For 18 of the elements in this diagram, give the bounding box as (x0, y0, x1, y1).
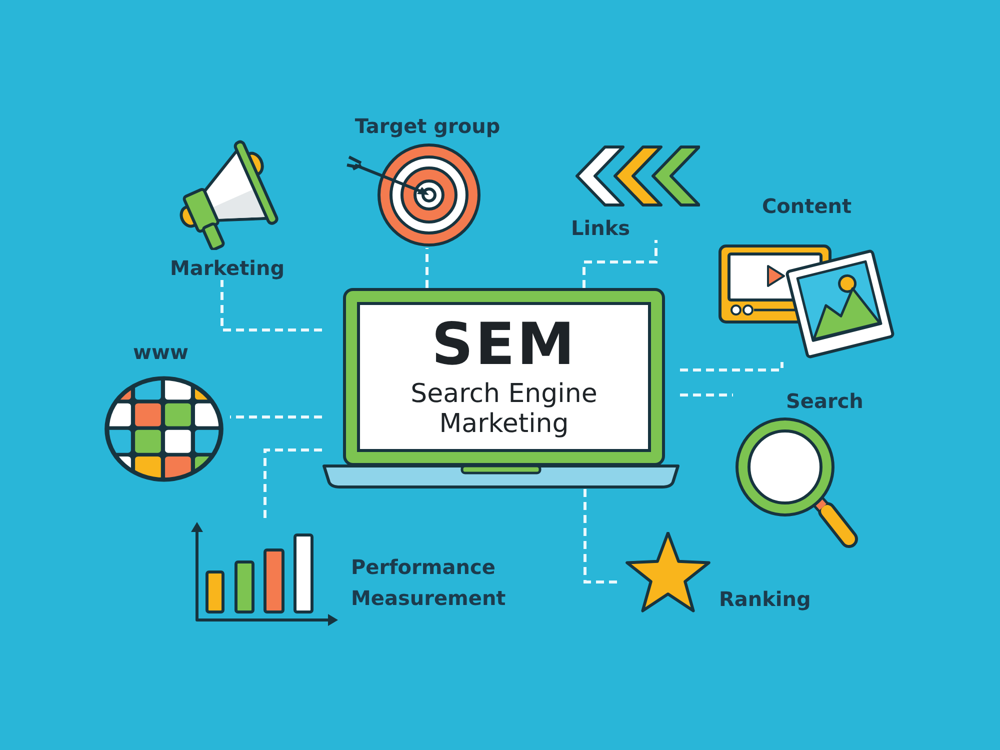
dashed-connector (220, 280, 322, 332)
screen-subtitle: Search Engine Marketing (410, 379, 598, 439)
node-label: Ranking (719, 587, 811, 611)
dashed-connector (264, 448, 322, 520)
dashed-connector (584, 489, 620, 584)
node-label: Performance Measurement (351, 554, 507, 612)
node-label: www (133, 340, 188, 364)
dashed-connector (680, 394, 733, 396)
dashed-connector (426, 248, 428, 288)
node-label: Content (762, 194, 852, 218)
screen-title: SEM (431, 315, 577, 373)
node-label: Links (571, 216, 630, 240)
node-label: Target group (354, 114, 502, 138)
dashed-connector (680, 362, 784, 372)
dashed-connector (582, 240, 658, 288)
dashed-connector (230, 416, 322, 418)
node-label: Search (786, 389, 864, 413)
node-label: Marketing (170, 256, 285, 280)
